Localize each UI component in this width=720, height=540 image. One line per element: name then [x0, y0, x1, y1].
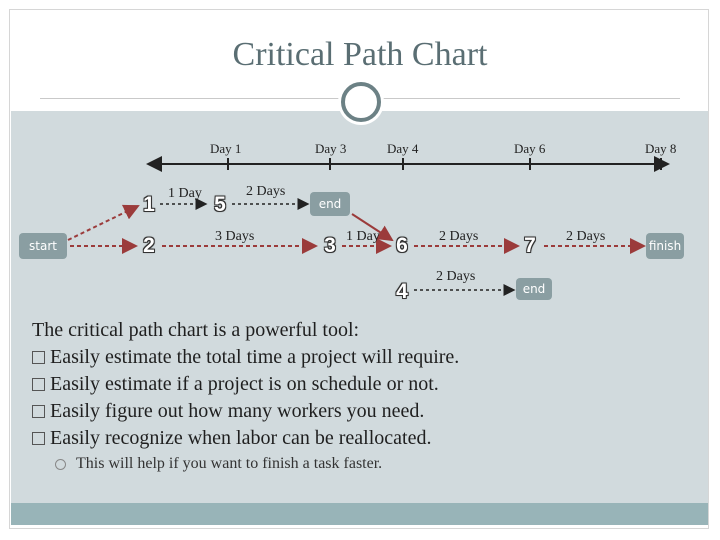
node-finish: finish [646, 233, 684, 259]
slide-title: Critical Path Chart [232, 36, 488, 73]
checkbox-bullet-icon [32, 378, 45, 391]
body-text: The critical path chart is a powerful to… [32, 317, 692, 452]
tick-label-day1: Day 1 [210, 141, 242, 156]
intro-line: The critical path chart is a powerful to… [32, 319, 360, 341]
content-area [11, 111, 708, 503]
bullet-text: Easily estimate the total time a project… [50, 346, 460, 368]
ring-bullet-icon [55, 458, 66, 470]
node-3: 3 [324, 234, 336, 257]
duration-4-to-end: 2 Days [436, 269, 476, 284]
tick-label-day8: Day 8 [645, 141, 677, 156]
duration-6-to-7: 2 Days [439, 229, 479, 244]
slide-frame [9, 9, 709, 529]
checkbox-bullet-icon [32, 405, 45, 418]
bullet-text: Easily figure out how many workers you n… [50, 400, 425, 422]
circle-badge-icon [341, 82, 381, 122]
duration-3-to-6: 1 Day [346, 229, 380, 244]
node-1: 1 [143, 193, 155, 216]
sub-bullet: This will help if you want to finish a t… [55, 455, 382, 473]
title-divider-left [40, 98, 340, 99]
footer-bar [11, 503, 708, 525]
bullet-item: Easily recognize when labor can be reall… [32, 425, 692, 452]
node-end-upper: end [310, 192, 350, 216]
tick-label-day3: Day 3 [315, 141, 347, 156]
tick-label-day4: Day 4 [387, 141, 419, 156]
checkbox-bullet-icon [32, 432, 45, 445]
duration-7-to-finish: 2 Days [566, 229, 606, 244]
bullet-item: Easily figure out how many workers you n… [32, 398, 692, 425]
title-divider-right [380, 98, 680, 99]
sub-bullet-text: This will help if you want to finish a t… [76, 455, 383, 472]
bullet-text: Easily estimate if a project is on sched… [50, 373, 439, 395]
checkbox-bullet-icon [32, 351, 45, 364]
node-5: 5 [214, 193, 226, 216]
edge-start-to-1 [67, 204, 140, 241]
duration-2-to-3: 3 Days [215, 229, 255, 244]
node-7: 7 [524, 234, 536, 257]
duration-5-to-end: 2 Days [246, 184, 286, 199]
tick-label-day6: Day 6 [514, 141, 546, 156]
edge-end-to-6 [351, 213, 394, 242]
node-6: 6 [396, 234, 408, 257]
node-end-lower: end [516, 278, 552, 300]
bullet-item: Easily estimate the total time a project… [32, 344, 692, 371]
node-4: 4 [396, 280, 408, 303]
bullet-item: Easily estimate if a project is on sched… [32, 371, 692, 398]
node-start: start [19, 233, 67, 259]
node-2: 2 [143, 234, 155, 257]
bullet-text: Easily recognize when labor can be reall… [50, 427, 432, 449]
duration-1-to-5: 1 Day [168, 186, 202, 201]
